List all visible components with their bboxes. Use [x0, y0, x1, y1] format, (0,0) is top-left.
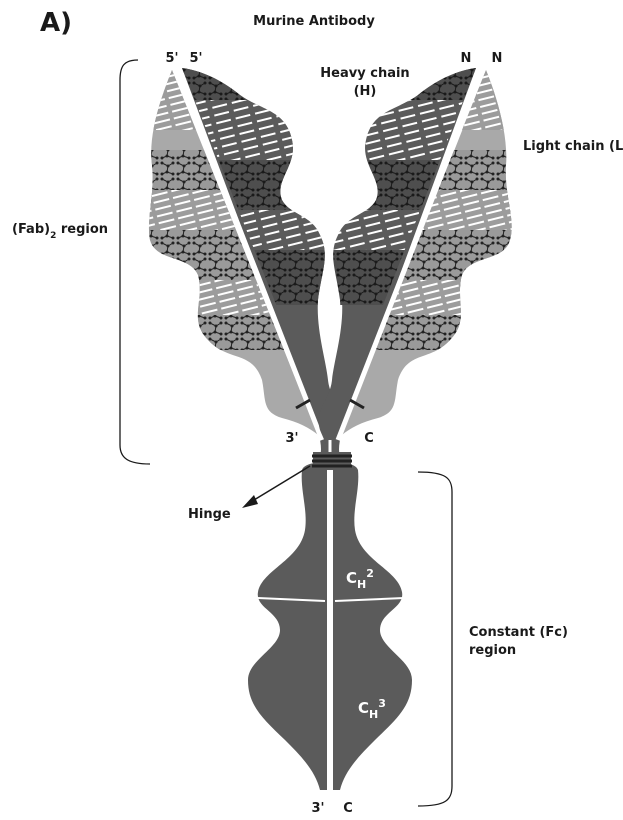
- fab-right-arm: [310, 60, 520, 462]
- three-prime-bottom-label: 3': [311, 801, 324, 816]
- five-prime-right-label: 5': [189, 51, 202, 66]
- five-prime-left-label: 5': [165, 51, 178, 66]
- fab-region-label: (Fab)2 region: [12, 222, 108, 241]
- fc-left-heavy-chain: [248, 462, 327, 790]
- n-terminus-left-label: N: [461, 51, 472, 66]
- n-terminus-right-label: N: [492, 51, 503, 66]
- constant-region-label-line1: Constant (Fc): [469, 625, 568, 640]
- heavy-chain-label: Heavy chain: [320, 66, 409, 81]
- figure-title: Murine Antibody: [253, 14, 375, 29]
- fc-bracket: [418, 472, 452, 806]
- constant-region-label-line2: region: [469, 643, 516, 658]
- light-chain-label: Light chain (L): [523, 139, 623, 154]
- heavy-chain-abbr-label: (H): [354, 84, 377, 99]
- hinge-arrow: [242, 466, 310, 508]
- c-terminus-bottom-label: C: [343, 801, 353, 816]
- fab-bracket: [120, 60, 150, 464]
- panel-label: A): [40, 8, 72, 38]
- c-terminus-upper-label: C: [364, 431, 374, 446]
- fc-right-heavy-chain: [333, 462, 412, 790]
- fab-left-arm: [140, 60, 350, 462]
- three-prime-upper-label: 3': [285, 431, 298, 446]
- hinge-label: Hinge: [188, 507, 231, 522]
